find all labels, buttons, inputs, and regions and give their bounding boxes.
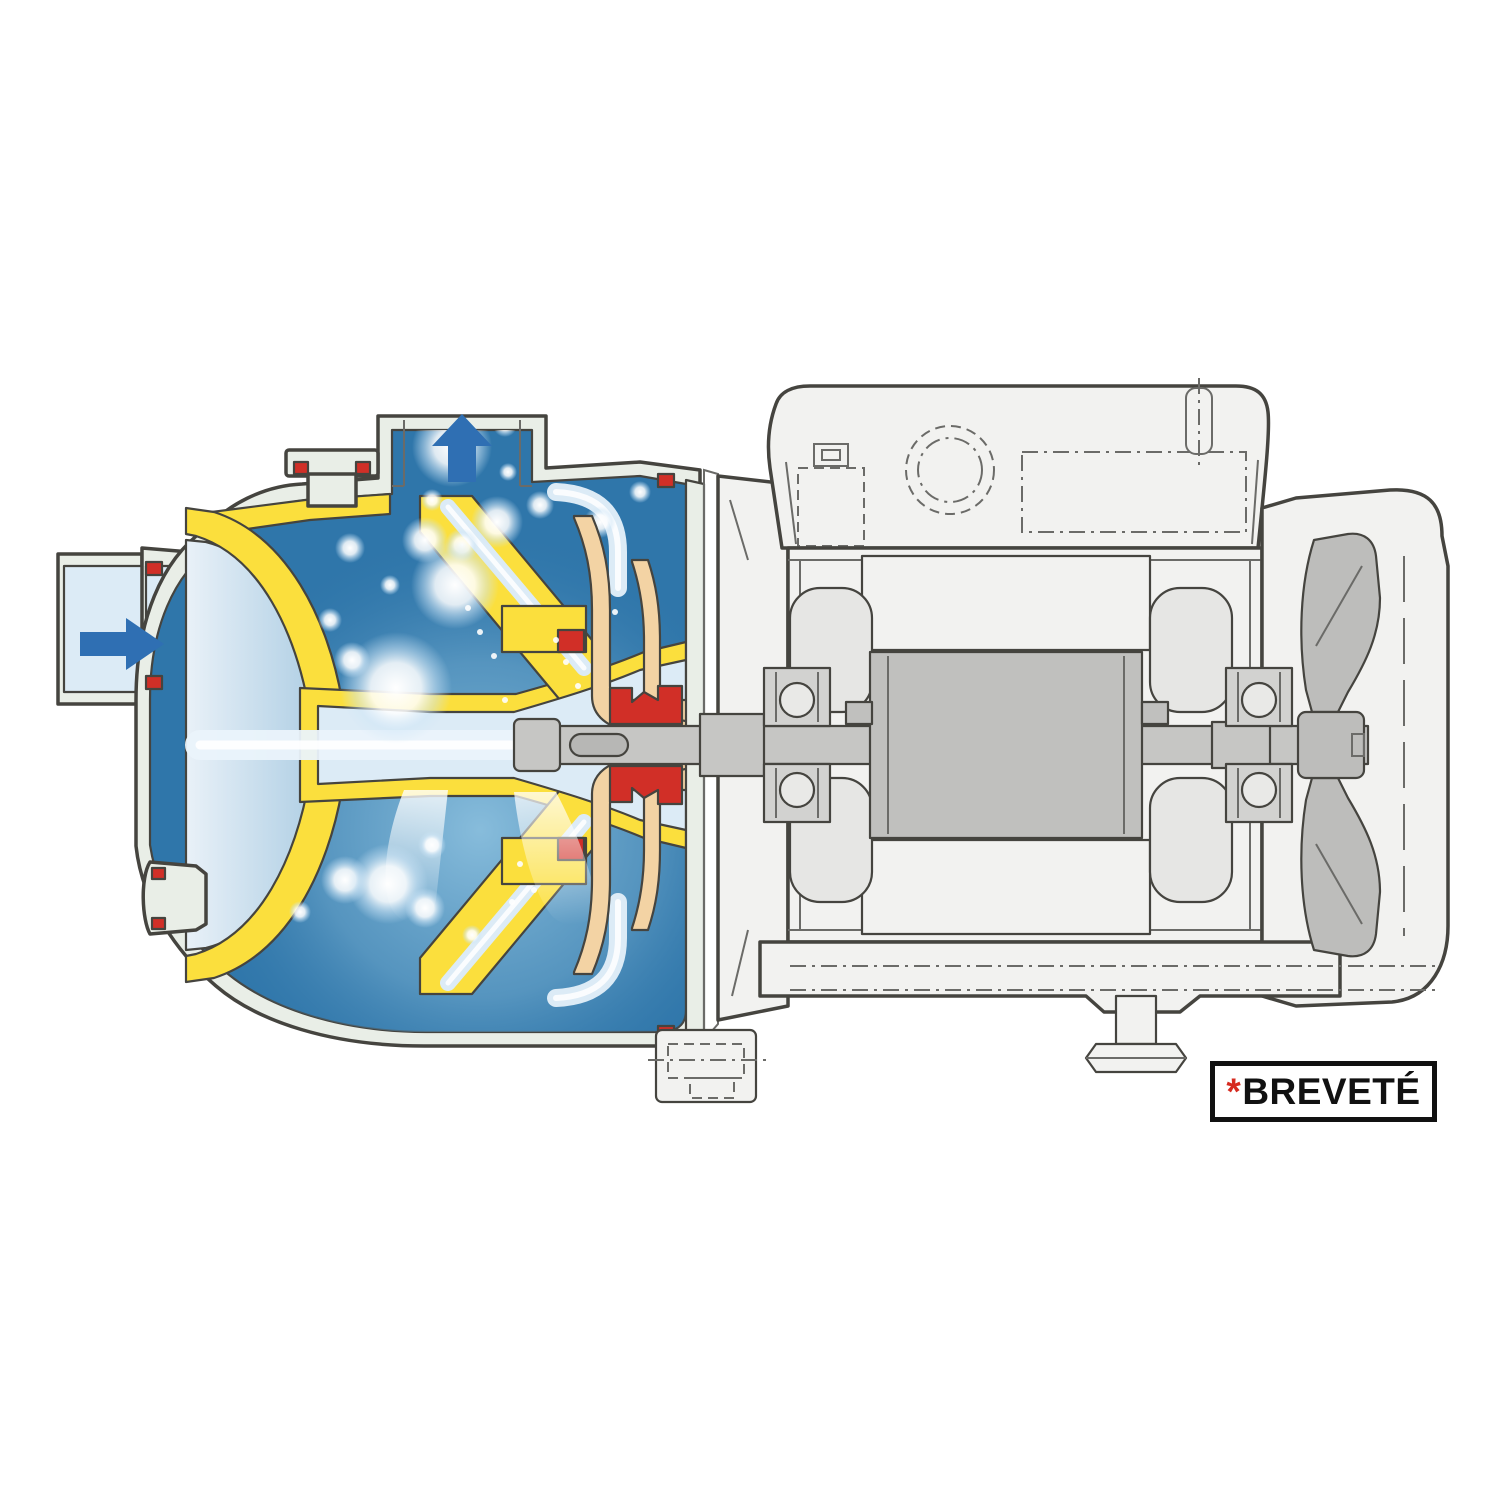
patent-text: BREVETÉ <box>1242 1070 1421 1112</box>
tie-rod-hidden-line <box>790 965 1436 991</box>
diffuser-block-upper <box>500 604 588 654</box>
pump-section <box>56 414 706 1048</box>
winding-rear-upper <box>1148 586 1234 714</box>
terminal-board-outline <box>1021 451 1247 533</box>
bracket-gap <box>703 468 719 1043</box>
patent-label: *BREVETÉ <box>1210 1061 1437 1122</box>
capacitor-outline <box>797 443 865 547</box>
mechanical-seal <box>608 684 684 806</box>
rear-bearing-lower <box>1224 762 1294 824</box>
outlet-pipe <box>392 414 532 487</box>
front-bearing-upper <box>762 666 832 728</box>
stator-core-lower <box>860 838 1152 936</box>
rear-bearing-upper <box>1224 666 1294 728</box>
pump-drain-plug <box>141 860 208 936</box>
winding-rear-lower <box>1148 776 1234 904</box>
inlet-arrow-icon <box>80 618 164 670</box>
stator-core-upper <box>860 554 1152 652</box>
patent-asterisk: * <box>1226 1070 1242 1112</box>
cooling-fan <box>1296 532 1382 958</box>
motor-base <box>758 940 1436 1074</box>
foot-bolt <box>1084 994 1188 1074</box>
rotor <box>844 650 1170 840</box>
priming-plug <box>284 448 380 508</box>
cover-screw <box>1185 378 1213 470</box>
front-bearing-lower <box>762 762 832 824</box>
terminal-box <box>766 378 1271 550</box>
cable-gland-outline <box>905 425 995 515</box>
motor-section <box>512 378 1450 1104</box>
outlet-arrow-icon <box>432 414 492 482</box>
front-foot-drain <box>648 1028 770 1104</box>
